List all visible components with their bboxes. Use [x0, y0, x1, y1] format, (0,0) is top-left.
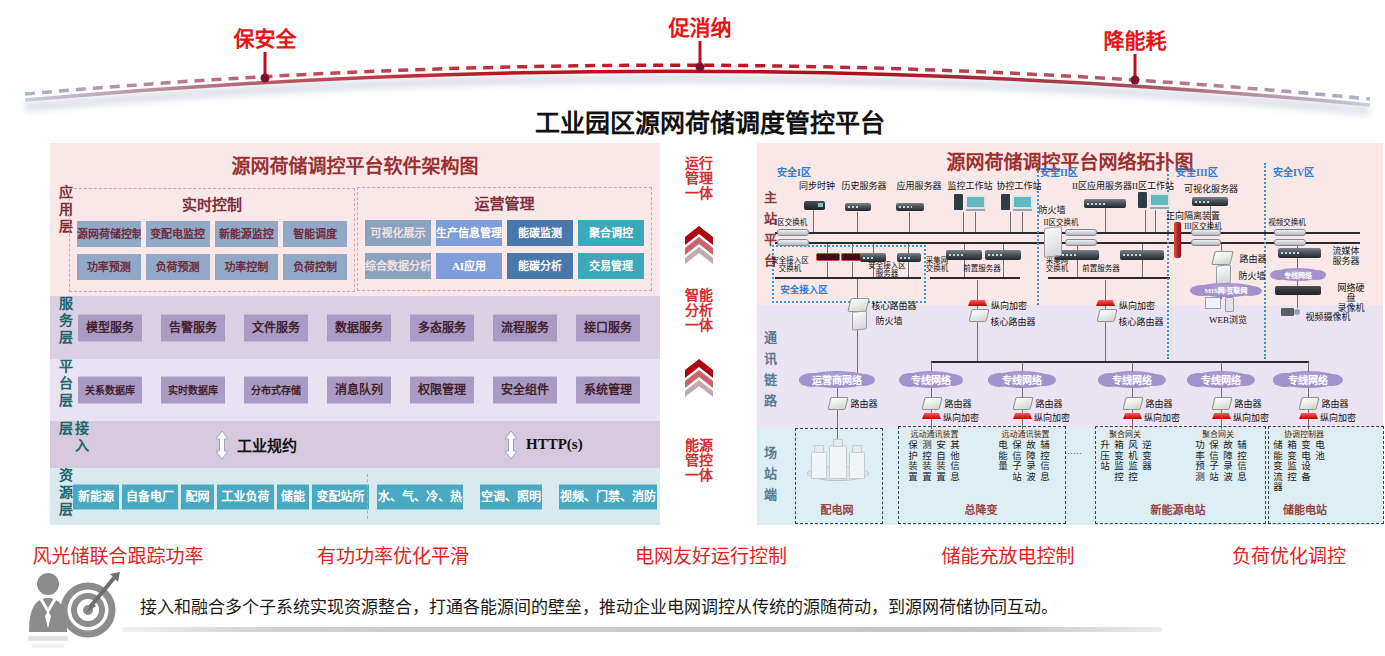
topo-label: 路由器 [1239, 254, 1266, 264]
device-switch-icon [1065, 229, 1097, 236]
module-chip: 聚合调控 [578, 220, 644, 246]
integration-label: 运行 管理 一体 [676, 156, 722, 201]
service-chip: 文件服务 [244, 314, 308, 341]
topo-label: 同步时钟 [799, 181, 835, 191]
resource-chip: 空调、照明 [480, 484, 542, 509]
building-tower [849, 451, 865, 479]
topo-label: 纵向加密 [1034, 413, 1070, 423]
device-group-pill: 协调控制器 [1281, 429, 1327, 440]
topo-label: 前置服务器 [1082, 265, 1120, 273]
signal-column: 变电设备 [1299, 440, 1311, 493]
signal-column: 储能变流器 [1271, 440, 1283, 493]
link-line [1142, 260, 1143, 277]
topo-label: 应用服务器 [896, 181, 941, 191]
device-router-icon [1211, 397, 1232, 410]
device-group-pill: 远动通讯装置 [907, 429, 962, 440]
device-ws-icon [954, 193, 986, 212]
network-cloud: 专线网络 [992, 371, 1052, 388]
link-line [1077, 260, 1078, 277]
topo-label: 路由器 [1145, 399, 1172, 409]
integration-label: 智能 分析 一体 [676, 288, 722, 333]
protocol-label: 工业规约 [237, 434, 297, 455]
module-chip: 能碳监测 [507, 220, 573, 246]
device-server-icon [896, 203, 924, 211]
topo-label: 前置服务器 [963, 265, 1001, 273]
topo-label: 核心路由器 [990, 317, 1035, 327]
module-chip: 功率预测 [77, 254, 141, 280]
platform-button-row: 关系数据库实时数据库分布式存储消息队列权限管理安全组件系统管理 [78, 377, 640, 404]
device-ws-icon [1001, 193, 1033, 212]
service-chip: 流程服务 [493, 314, 557, 341]
module-chip: 新能源监控 [215, 221, 279, 247]
button-row: 源网荷储控制变配电监控新能源监控智能调度 [70, 221, 354, 247]
topo-label: 流媒体 服务器 [1332, 246, 1359, 266]
service-chip: 多态服务 [410, 314, 474, 341]
network-cloud: 专线网络 [902, 371, 960, 388]
bus-line [1048, 277, 1170, 279]
device-switch-icon [1274, 239, 1306, 246]
device-firewall-icon [1216, 264, 1231, 285]
double-arrow-icon [504, 430, 518, 460]
bus-line [931, 361, 1309, 363]
network-cloud: 专线网络 [1191, 371, 1251, 388]
device-server-icon [946, 250, 982, 260]
module-chip: 源网荷储控制 [77, 221, 141, 247]
device-switch-icon [777, 229, 809, 236]
chevron-up-icon-wrap [682, 357, 716, 401]
device-crypto-icon [1123, 413, 1142, 419]
topo-label: WEB浏览 [1209, 315, 1247, 325]
button-row: 可视化展示生产信息管理能碳监测聚合调控 [358, 220, 651, 246]
topo-label: 核心路由器 [1118, 317, 1163, 327]
resource-divider [367, 474, 368, 519]
topo-label: 路由器 [1321, 399, 1348, 409]
integration-label: 能源 管控 一体 [676, 438, 722, 483]
bus-line [930, 277, 1020, 279]
footer-red-label: 风光储联合跟踪功率 [32, 541, 203, 568]
device-redsw-icon [816, 253, 840, 261]
button-row: 功率预测负荷预测功率控制负荷控制 [70, 254, 354, 280]
comm-link-section [757, 305, 1383, 428]
topo-label: 储能电站 [1283, 505, 1327, 515]
signal-column: 电能量 [996, 440, 1008, 482]
pin-ball [261, 74, 270, 83]
description-text: 接入和融合多个子系统实现资源整合，打通各能源间的壁垒，推动企业电网调控从传统的源… [140, 593, 1058, 618]
topo-label: 可视化服务器 [1184, 184, 1238, 194]
topo-label: 采集网 交换机 [926, 257, 949, 273]
module-chip: 变配电监控 [146, 221, 210, 247]
arc-pin-label: 降能耗 [1104, 29, 1167, 52]
topo-label: 纵向加密 [1119, 301, 1155, 311]
signal-column-group: 储能变流器箱变监控变电设备电池 [1271, 440, 1325, 493]
signal-column: 逆变器 [1140, 440, 1152, 482]
platform-chip: 权限管理 [410, 377, 474, 404]
device-switch-icon [1065, 239, 1097, 246]
topo-label: 路由器 [850, 399, 877, 409]
group-box-realtime: 实时控制源网荷储控制变配电监控新能源监控智能调度功率预测负荷预测功率控制负荷控制 [69, 188, 355, 292]
page-title: 工业园区源网荷储调度管控平台 [535, 103, 885, 139]
module-chip: 交易管理 [578, 253, 644, 279]
link-line [963, 212, 964, 232]
module-chip: 生产信息管理 [436, 220, 502, 246]
resource-chip: 储能 [277, 484, 309, 509]
device-switch-icon [1191, 239, 1221, 246]
device-server-icon [845, 203, 871, 211]
device-group-pill: 聚合网关 [1197, 429, 1239, 440]
device-redv-icon [1174, 222, 1181, 258]
module-chip: 能碳分析 [507, 253, 573, 279]
building-tower [811, 451, 827, 479]
platform-chip: 系统管理 [576, 377, 640, 404]
signal-column: 安自装置 [934, 440, 946, 482]
building-cap [833, 439, 843, 447]
link-line [1145, 210, 1146, 232]
network-cloud: 专线网络 [1277, 371, 1339, 388]
signal-column: 保信子站 [1207, 440, 1219, 482]
topo-label: 安全接入区 交换机 [771, 257, 809, 273]
security-zone-label: 安全IV区 [1273, 164, 1314, 179]
topo-label: II区工作站 [1132, 181, 1174, 191]
device-router-icon [1012, 397, 1033, 410]
device-crypto-icon [1013, 413, 1032, 419]
footer-red-label: 负荷优化调控 [1232, 541, 1346, 568]
device-router-icon [827, 397, 848, 410]
device-buildings-icon [807, 437, 869, 481]
link-line [813, 210, 814, 232]
